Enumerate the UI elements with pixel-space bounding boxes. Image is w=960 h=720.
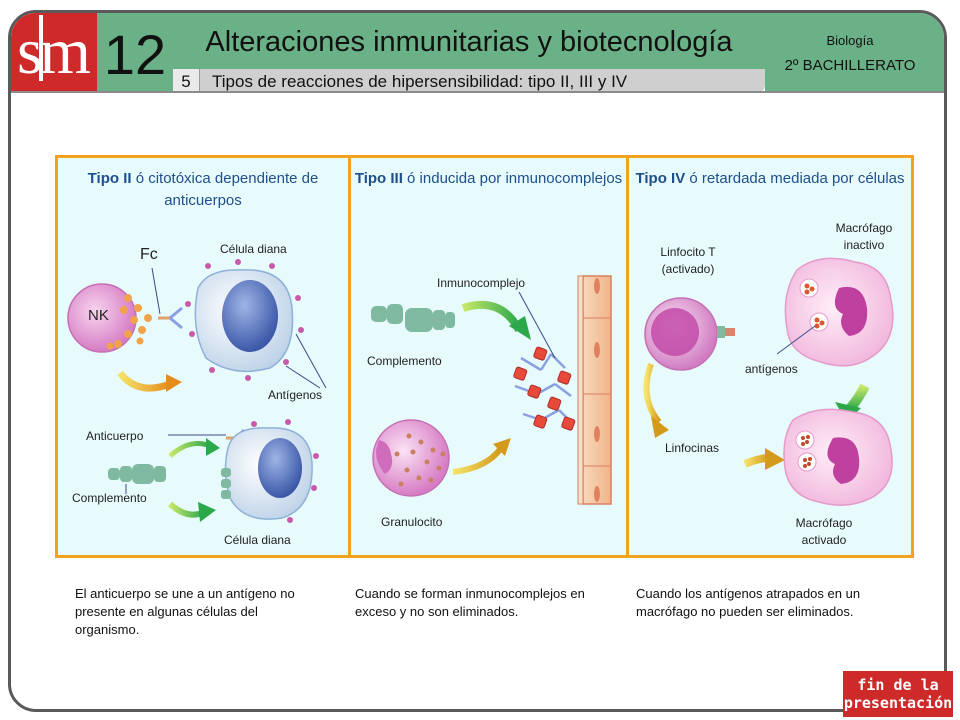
label-celula-diana-bottom: Célula diana: [224, 533, 291, 547]
arrow-complement-bind-head: [198, 502, 216, 522]
panel-title-type: Tipo II: [87, 170, 132, 187]
label-macrofago-inactivo: Macrófago inactivo: [835, 221, 893, 252]
arrow-lymphokine-release: [643, 363, 662, 424]
section-number-box: 5: [173, 69, 201, 93]
vessel-lining: [577, 275, 584, 505]
antigen-pointer-b: [285, 365, 321, 389]
section-title: Tipos de reacciones de hipersensibilidad…: [212, 72, 628, 91]
tipo-ii-illustration: [67, 259, 327, 523]
label-fc: Fc: [140, 246, 158, 263]
arrow-granulocyte: [452, 446, 504, 475]
t-lymphocyte-nucleus: [651, 308, 699, 356]
arrow-nk-attack-head: [166, 374, 182, 392]
target-nucleus-top: [222, 280, 278, 352]
endothelial-nuclei: [594, 278, 600, 502]
label-complemento: Complemento: [72, 491, 147, 505]
macrophage-activated-nucleus: [827, 437, 860, 484]
complement-chain: [108, 464, 166, 484]
panel-title: Tipo III ó inducida por inmunocomplejos: [351, 168, 626, 190]
panel-title-type: Tipo IV: [635, 170, 686, 187]
vessel-wall: [582, 275, 612, 505]
course-subject: Biología: [826, 33, 874, 48]
logo-divider: [39, 15, 43, 81]
antigen-vesicles-activated: [795, 430, 817, 472]
arrow-lymphokine-action-head: [765, 448, 785, 470]
label-antigenos: antígenos: [745, 362, 798, 376]
course-info: Biología 2º BACHILLERATO: [765, 13, 944, 91]
label-complemento: Complemento: [367, 354, 442, 368]
fc-pointer-line: [151, 267, 161, 315]
panel-title: Tipo II ó citotóxica dependiente de anti…: [58, 168, 348, 212]
arrow-antibody-bind: [168, 441, 211, 458]
inmunocomplejo-pointer: [518, 291, 556, 359]
macrophage-inactive: [784, 257, 894, 367]
arrow-antibody-bind-head: [206, 438, 220, 456]
unit-number: 12: [103, 23, 167, 86]
panel-title-type: Tipo III: [354, 170, 403, 187]
arrow-complement-head: [509, 316, 531, 340]
publisher-logo: sm: [11, 13, 97, 91]
granulocyte: [372, 419, 450, 497]
page-title: Alteraciones inmunitarias y biotecnologí…: [205, 26, 733, 58]
antigens-bottom: [251, 419, 319, 523]
nk-granules: [106, 294, 152, 350]
target-nucleus-bottom: [258, 438, 302, 498]
tipo-iv-illustration: [643, 257, 894, 506]
label-antigenos: Antígenos: [268, 388, 323, 402]
antibody-top: [158, 306, 183, 330]
arrow-lymphokine-release-head: [651, 416, 669, 438]
title-bar: Alteraciones inmunitarias y biotecnologí…: [173, 13, 765, 69]
label-linfocito-t: Linfocito T (activado): [660, 245, 716, 276]
label-granulocito: Granulocito: [381, 515, 443, 529]
antigenos-pointer: [776, 325, 816, 355]
arrow-nk-attack: [117, 370, 172, 392]
panel-tipo-ii: Tipo II ó citotóxica dependiente de anti…: [55, 155, 351, 558]
granulocyte-nucleus: [376, 440, 393, 474]
complement-chain: [371, 304, 455, 332]
endothelial-borders: [583, 317, 611, 467]
antigen-pointer-a: [295, 333, 327, 389]
granulocyte-granules: [394, 433, 446, 487]
complement-on-cell: [221, 468, 231, 499]
panel-title-desc: ó retardada mediada por células: [685, 170, 905, 187]
arrow-granulocyte-head: [493, 438, 511, 456]
panel-tipo-iv: Tipo IV ó retardada mediada por células: [626, 155, 914, 558]
description-tipo-ii: El anticuerpo se une a un antígeno no pr…: [75, 586, 295, 637]
label-inmunocomplejo: Inmunocomplejo: [437, 276, 526, 290]
label-celula-diana-top: Célula diana: [220, 242, 287, 256]
immune-complex-cluster: [513, 346, 576, 431]
unit-number-box: 12: [97, 13, 173, 91]
panel-title-desc: ó citotóxica dependiente de anticuerpos: [131, 170, 319, 209]
label-anticuerpo: Anticuerpo: [86, 429, 144, 443]
macrophage-inactive-nucleus: [834, 286, 868, 336]
panel-title: Tipo IV ó retardada mediada por células: [629, 168, 911, 190]
label-linfocinas: Linfocinas: [665, 441, 720, 455]
course-level: 2º BACHILLERATO: [784, 57, 916, 74]
section-number: 5: [181, 72, 191, 91]
label-nk: NK: [88, 307, 109, 324]
tipo-iii-illustration: [371, 275, 612, 505]
panel-title-desc: ó inducida por inmunocomplejos: [402, 170, 623, 187]
end-presentation-button[interactable]: fin de la presentación: [843, 671, 953, 717]
t-cell-receptor: [717, 326, 735, 338]
label-macrofago-activado: Macrófago activado: [795, 516, 853, 547]
section-title-bar: Tipos de reacciones de hipersensibilidad…: [200, 69, 765, 93]
panel-tipo-iii: Tipo III ó inducida por inmunocomplejos: [348, 155, 629, 558]
description-tipo-iii: Cuando se forman inmunocomplejos en exce…: [355, 586, 585, 619]
description-tipo-iv: Cuando los antígenos atrapados en un mac…: [636, 586, 861, 619]
antigens-top: [185, 259, 304, 381]
logo-text: sm: [17, 15, 91, 88]
header-divider: [11, 91, 944, 93]
